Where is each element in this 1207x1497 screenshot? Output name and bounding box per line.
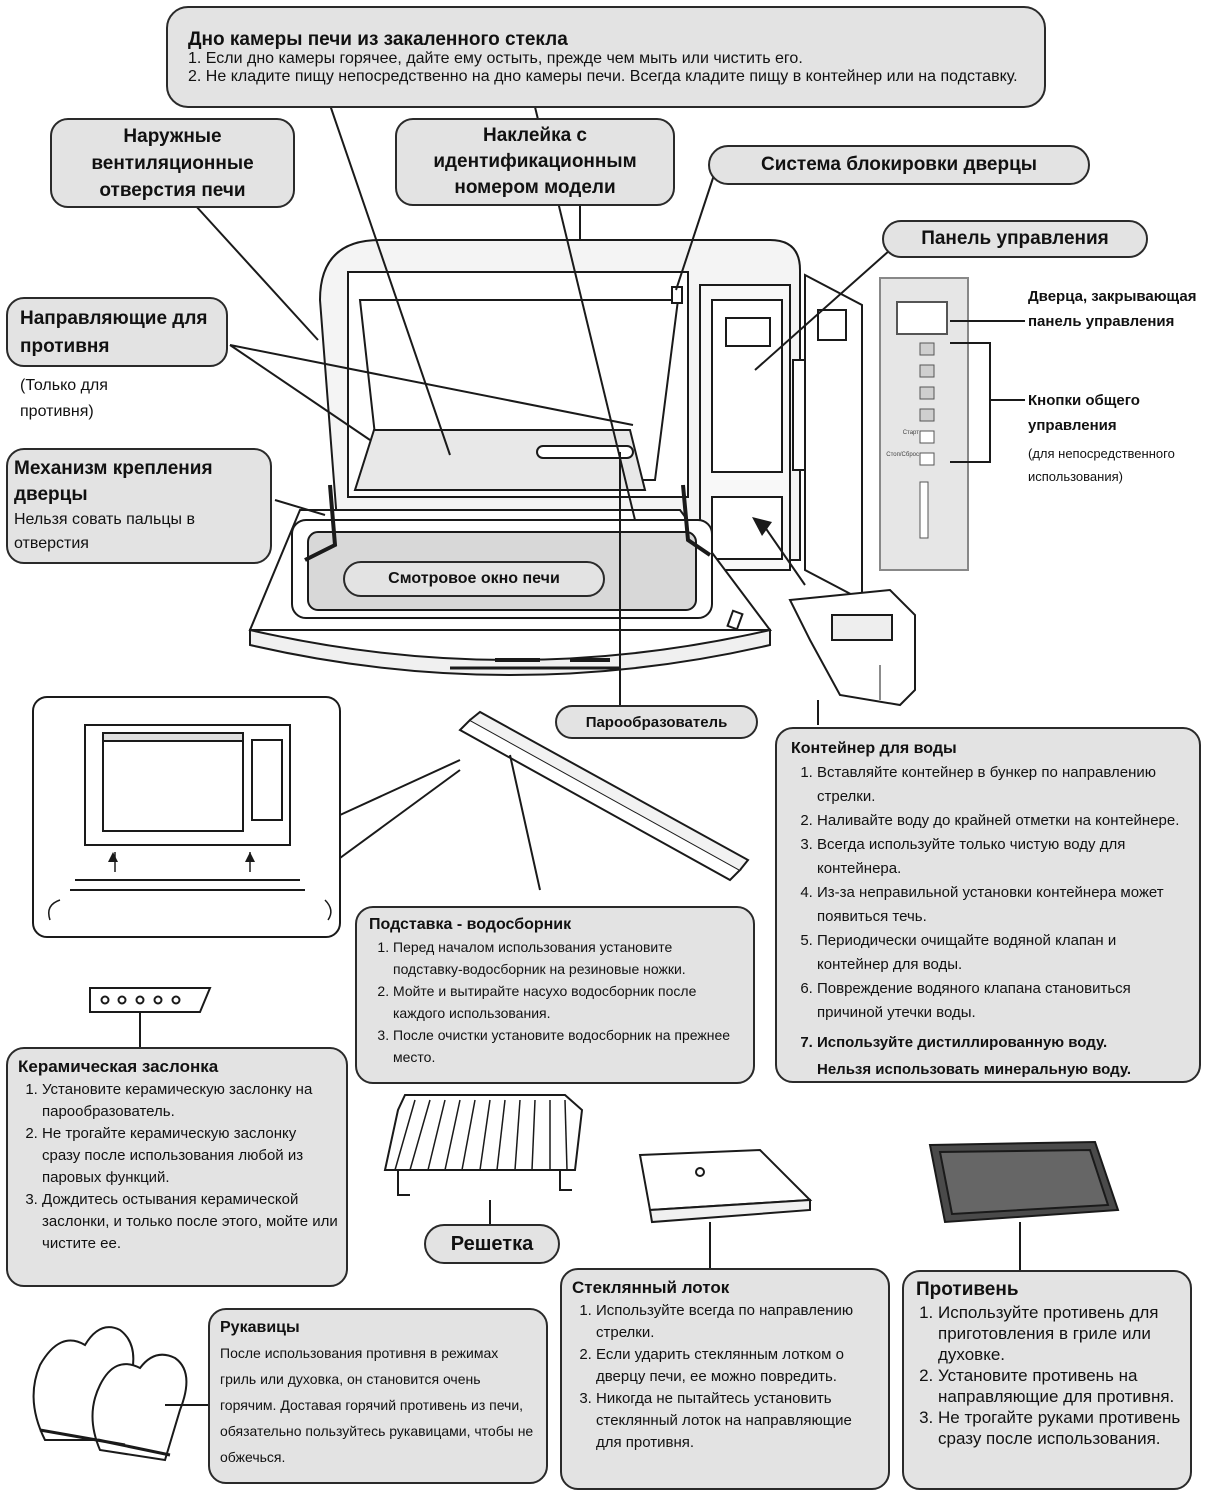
model-label-label: Наклейка с идентификационным номером мод… — [395, 118, 675, 206]
baking-tray-item: Используйте противень для приготовления … — [938, 1302, 1182, 1365]
arrow-up-icon — [108, 852, 118, 862]
water-container-title: Контейнер для воды — [791, 740, 957, 757]
general-buttons-note: (для непосредственного использования) — [1028, 446, 1175, 484]
glass-floor-title: Дно камеры печи из закаленного стекла — [188, 29, 568, 50]
door-hinge-text: Нельзя совать пальцы в отверстия — [14, 511, 195, 552]
baking-tray-illustration — [928, 1140, 1120, 1224]
drip-tray-rail-illustration — [458, 710, 750, 882]
control-panel-strip-illustration — [879, 277, 969, 571]
baking-tray-callout: Противень Используйте противень для приг… — [902, 1270, 1192, 1490]
arrow-up-icon — [245, 852, 255, 862]
glass-floor-item-2: 2. Не кладите пищу непосредственно на дн… — [188, 68, 1018, 85]
glass-tray-item: Если ударить стеклянным лотком о дверцу … — [596, 1344, 880, 1388]
door-lock-label: Система блокировки дверцы — [708, 145, 1090, 185]
water-container-item: Периодически очищайте водяной клапан и к… — [817, 929, 1187, 977]
water-container-item: Всегда используйте только чистую воду дл… — [817, 833, 1187, 881]
baking-tray-item: Установите противень на направляющие для… — [938, 1365, 1182, 1407]
glass-floor-item-1: 1. Если дно камеры горячее, дайте ему ос… — [188, 50, 803, 67]
panel-cover-label: Дверца, закрывающая панель управления — [1028, 288, 1197, 330]
glass-tray-callout: Стеклянный лоток Используйте всегда по н… — [560, 1268, 890, 1490]
water-container-item-7: Используйте дистиллированную воду. Нельз… — [817, 1029, 1187, 1083]
mittens-title: Рукавицы — [220, 1319, 300, 1336]
outer-vents-label: Наружные вентиляционные отверстия печи — [50, 118, 295, 208]
glass-tray-title: Стеклянный лоток — [572, 1278, 730, 1297]
drip-tray-item: После очистки установите водосборник на … — [393, 1024, 743, 1068]
glass-tray-list: Используйте всегда по направлению стрелк… — [572, 1300, 880, 1454]
glass-floor-callout: Дно камеры печи из закаленного стекла 1.… — [166, 6, 1046, 108]
drip-tray-inset-illustration — [32, 696, 341, 938]
arrow-head-icon — [752, 517, 772, 536]
drip-tray-list: Перед началом использования установите п… — [369, 936, 743, 1068]
rack-illustration — [383, 1094, 584, 1196]
control-panel-label: Панель управления — [882, 220, 1148, 258]
baking-tray-title: Противень — [916, 1279, 1019, 1300]
door-hinge-callout: Механизм крепления дверцы Нельзя совать … — [6, 448, 272, 564]
water-container-item: Вставляйте контейнер в бункер по направл… — [817, 761, 1187, 809]
mittens-callout: Рукавицы После использования противня в … — [208, 1308, 548, 1484]
mittens-illustration — [32, 1326, 188, 1462]
drip-tray-item: Мойте и вытирайте насухо водосборник пос… — [393, 980, 743, 1024]
water-container-list: Вставляйте контейнер в бункер по направл… — [791, 761, 1187, 1083]
ceramic-damper-item: Установите керамическую заслонку на паро… — [42, 1079, 338, 1123]
oven-body-illustration — [248, 239, 863, 676]
ceramic-damper-callout: Керамическая заслонка Установите керамич… — [6, 1047, 348, 1287]
glass-tray-item: Используйте всегда по направлению стрелк… — [596, 1300, 880, 1344]
water-container-item: Из-за неправильной установки контейнера … — [817, 881, 1187, 929]
water-container-item: Повреждение водяного клапана становиться… — [817, 977, 1187, 1025]
rack-label: Решетка — [424, 1224, 560, 1264]
tray-guides-note: (Только для противня) — [20, 377, 108, 420]
general-buttons-title: Кнопки общего управления — [1028, 392, 1140, 434]
drip-tray-title: Подставка - водосборник — [369, 916, 572, 933]
drip-tray-callout: Подставка - водосборник Перед началом ис… — [355, 906, 755, 1084]
steam-generator-label: Парообразователь — [555, 705, 758, 739]
water-container-illustration — [788, 588, 916, 707]
ceramic-damper-item: Не трогайте керамическую заслонку сразу … — [42, 1123, 338, 1189]
panel-start-label: Старт — [902, 430, 919, 436]
tray-guides-label: Направляющие для противня — [6, 297, 228, 367]
drip-tray-item: Перед началом использования установите п… — [393, 936, 743, 980]
glass-tray-item: Никогда не пытайтесь установить стеклянн… — [596, 1388, 880, 1454]
mittens-text: После использования противня в режимах г… — [220, 1345, 534, 1465]
viewing-window-label: Смотровое окно печи — [343, 561, 605, 597]
glass-tray-illustration — [638, 1148, 813, 1224]
baking-tray-item: Не трогайте руками противень сразу после… — [938, 1407, 1182, 1449]
ceramic-damper-list: Установите керамическую заслонку на паро… — [18, 1079, 338, 1255]
ceramic-damper-item: Дождитесь остывания керамической заслонк… — [42, 1189, 338, 1255]
water-container-callout: Контейнер для воды Вставляйте контейнер … — [775, 727, 1201, 1083]
panel-stop-label: Стоп/Сброс — [886, 452, 919, 458]
door-hinge-title: Механизм крепления дверцы — [14, 458, 213, 505]
baking-tray-list: Используйте противень для приготовления … — [916, 1302, 1182, 1449]
ceramic-damper-illustration — [89, 987, 212, 1013]
ceramic-damper-title: Керамическая заслонка — [18, 1057, 219, 1076]
water-container-item: Наливайте воду до крайней отметки на кон… — [817, 809, 1187, 833]
